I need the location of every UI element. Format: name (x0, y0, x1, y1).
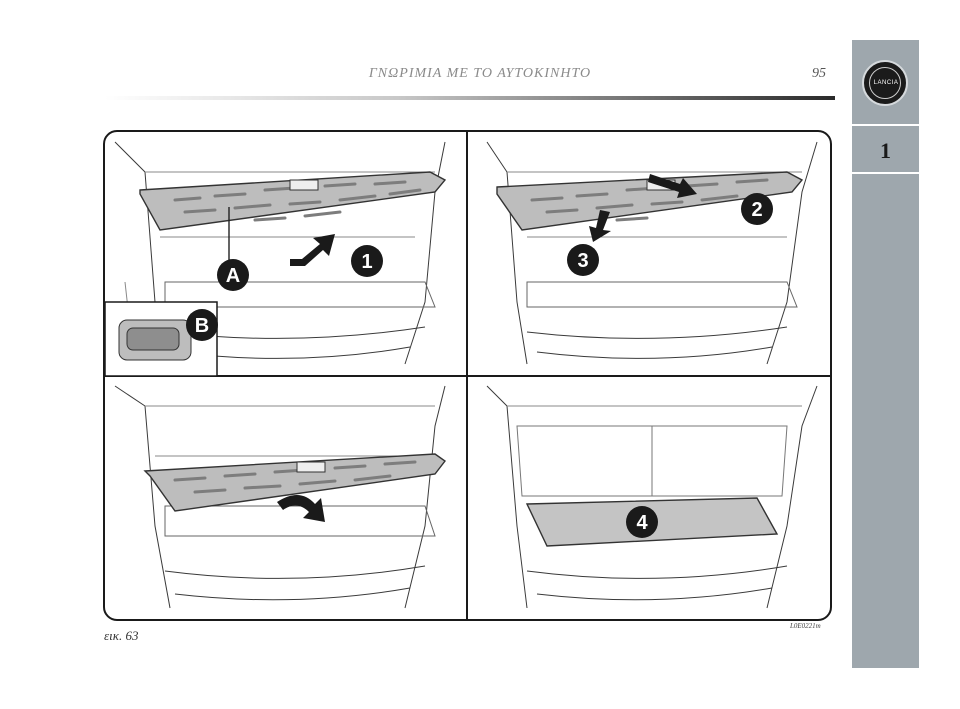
callout-3: 3 (567, 244, 599, 276)
tab-divider (852, 172, 919, 174)
callout-2-label: 2 (751, 199, 762, 221)
chapter-number: 1 (880, 138, 891, 163)
callout-b: B (186, 309, 218, 341)
panel-step-1 (114, 141, 447, 373)
figure-code: L0E0221m (790, 622, 821, 630)
callout-a: A (217, 259, 249, 291)
panel-step-flip (114, 385, 447, 609)
chapter-side-tab (852, 40, 919, 668)
callout-3-label: 3 (577, 250, 588, 272)
push-arrow (648, 174, 697, 198)
header-rule (105, 96, 835, 100)
lower-arrow (589, 210, 611, 242)
trunk-illustration: A B 1 2 3 4 (105, 132, 830, 619)
lancia-logo: LANCIA (862, 60, 908, 106)
callout-1: 1 (351, 245, 383, 277)
lift-arrow (290, 234, 335, 266)
motion-arrows (277, 174, 697, 522)
panel-step-2-3 (486, 141, 818, 365)
logo-ring: LANCIA (869, 67, 901, 99)
running-header-title: ΓΝΩΡΙΜΙΑ ΜΕ ΤΟ ΑΥΤΟΚΙΝΗΤΟ (368, 66, 592, 81)
figure-caption: εικ. 63 (104, 628, 139, 643)
logo-text: LANCIA (873, 80, 899, 86)
illustration-panel: A B 1 2 3 4 (103, 130, 832, 621)
callout-4: 4 (626, 506, 658, 538)
callout-a-label: A (226, 265, 240, 287)
flip-arrow (277, 494, 325, 522)
callout-b-label: B (195, 315, 209, 337)
tab-divider (852, 124, 919, 126)
callout-2: 2 (741, 193, 773, 225)
page-number: 95 (812, 66, 826, 81)
callout-4-label: 4 (636, 512, 648, 534)
panel-step-4 (486, 385, 818, 609)
callout-1-label: 1 (361, 251, 372, 273)
